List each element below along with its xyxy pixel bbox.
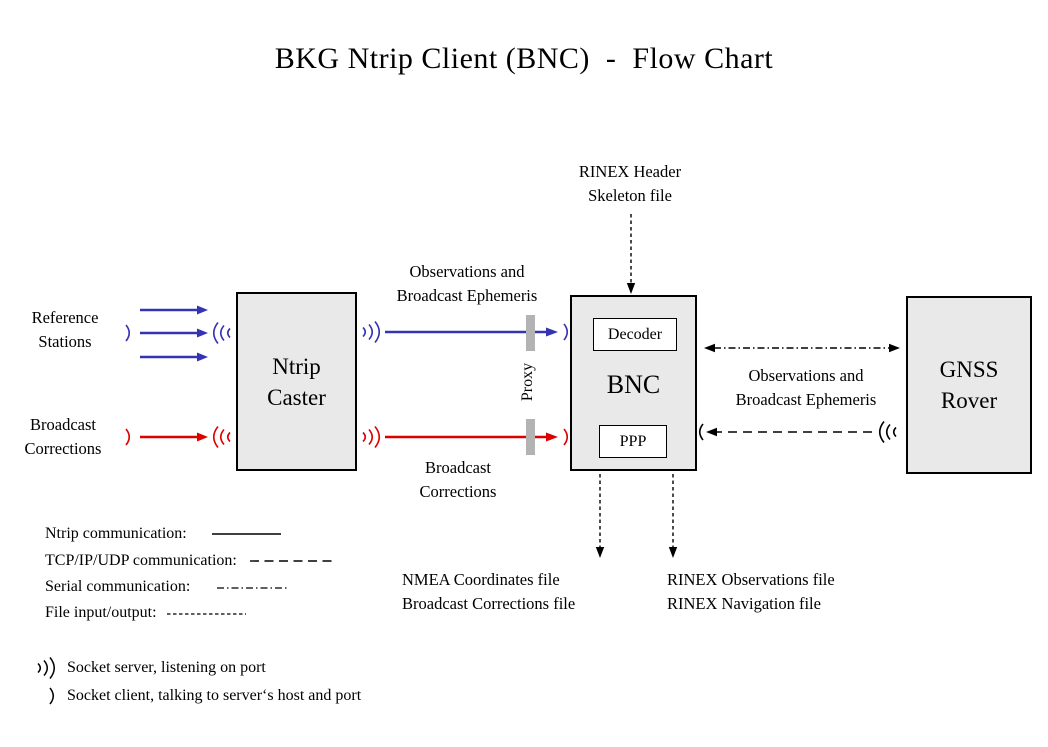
bnc-decoder-box: Decoder xyxy=(593,318,677,351)
legend-item-tcp: TCP/IP/UDP communication: xyxy=(45,552,237,569)
node-gnss-rover: GNSS Rover xyxy=(906,296,1032,474)
legend-socket-server-icon xyxy=(37,657,55,679)
ppp-label: PPP xyxy=(619,432,647,450)
file-io-arrows xyxy=(595,214,678,558)
node-ntrip-caster: Ntrip Caster xyxy=(236,292,357,471)
ntrip-arrows-blue xyxy=(140,305,558,362)
tcp-link-arrow xyxy=(706,427,872,437)
ntrip-caster-label-line2: Caster xyxy=(267,384,326,410)
proxy-label: Proxy xyxy=(519,362,536,402)
page-title: BKG Ntrip Client (BNC) - Flow Chart xyxy=(274,42,774,75)
rinex-output-label: RINEX Observations file RINEX Navigation… xyxy=(667,570,835,613)
bnc-label: BNC xyxy=(606,370,661,399)
legend-item-serial: Serial communication: xyxy=(45,578,191,595)
corrections-arrows-red xyxy=(140,432,558,442)
proxy-bars xyxy=(526,315,535,455)
socket-client-legend-text: Socket client, talking to server‘s host … xyxy=(67,687,362,704)
gnss-rover-label-line2: Rover xyxy=(940,388,998,413)
legend-item-file-io: File input/output: xyxy=(45,604,157,621)
broadcast-corrections-mid-label: Broadcast Corrections xyxy=(419,458,497,501)
reference-stations-label: Reference Stations xyxy=(31,308,99,351)
socket-client-icon xyxy=(125,323,704,446)
socket-server-icon xyxy=(212,320,897,449)
socket-server-legend-text: Socket server, listening on port xyxy=(67,659,266,676)
observations-top-label: Observations and Broadcast Ephemeris xyxy=(396,262,538,305)
decoder-label: Decoder xyxy=(607,325,663,343)
broadcast-corrections-input-label: Broadcast Corrections xyxy=(24,415,102,458)
ntrip-caster-label-line1: Ntrip xyxy=(272,353,321,379)
gnss-rover-label-line1: GNSS xyxy=(939,357,999,382)
rinex-header-skeleton-label: RINEX Header Skeleton file xyxy=(578,162,682,205)
bnc-ppp-box: PPP xyxy=(599,425,667,458)
serial-link-arrow xyxy=(704,343,900,353)
legend-line-samples xyxy=(167,533,333,615)
node-bnc: Decoder BNC PPP xyxy=(570,295,697,471)
legend-socket-client-icon xyxy=(49,687,54,705)
observations-right-label: Observations and Broadcast Ephemeris xyxy=(735,366,877,409)
legend-item-ntrip: Ntrip communication: xyxy=(45,525,187,542)
nmea-output-label: NMEA Coordinates file Broadcast Correcti… xyxy=(402,570,576,613)
